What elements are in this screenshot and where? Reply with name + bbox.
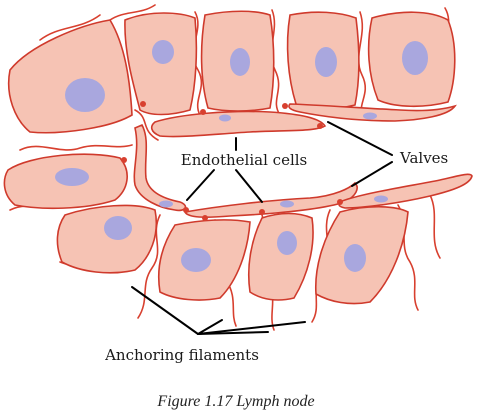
pointer-line (197, 319, 223, 335)
junction-dot (140, 101, 146, 107)
cell-nucleus (65, 78, 105, 112)
cell-nucleus (55, 168, 89, 186)
filament (19, 144, 133, 151)
junction-dot (259, 209, 265, 215)
cell-nucleus (230, 48, 250, 76)
junction-dot (202, 215, 208, 221)
junction-dot (200, 109, 206, 115)
label-valves: Valves (399, 149, 448, 167)
filament (429, 194, 441, 259)
label-anchoring-filaments: Anchoring filaments (104, 346, 259, 364)
junction-dot (337, 199, 343, 205)
pointer-line (327, 121, 393, 156)
tissue-cells (3, 10, 456, 305)
cell (247, 212, 314, 301)
pointer-lines (131, 121, 393, 335)
pointer-line (351, 161, 393, 187)
cell (56, 204, 158, 274)
filament (192, 11, 203, 116)
cell-nucleus (152, 40, 174, 64)
cell-nucleus (277, 231, 297, 255)
endothelial-cells (133, 103, 473, 218)
junction-dot (282, 103, 288, 109)
cell-nucleus (363, 112, 377, 120)
endothelial-cell (133, 123, 187, 212)
junction-dot (317, 123, 323, 129)
pointer-line (197, 321, 306, 335)
pointer-line (131, 286, 199, 335)
endothelial-cell (150, 110, 327, 138)
cell-nucleus (280, 200, 294, 208)
cell (7, 19, 133, 134)
cell-nucleus (219, 114, 231, 122)
label-endothelial-cells: Endothelial cells (181, 151, 307, 169)
filament (109, 4, 156, 21)
cell-nucleus (402, 41, 428, 75)
cell-junctions (121, 101, 343, 221)
endothelial-cell (288, 103, 457, 122)
filament (357, 11, 367, 119)
cell-nucleus (315, 47, 337, 77)
cell (124, 12, 198, 116)
junction-dot (121, 157, 127, 163)
cell-nucleus (344, 244, 366, 272)
cell-nucleus (181, 248, 211, 272)
pointer-line (186, 169, 215, 201)
endothelial-cell (183, 181, 358, 218)
filament (39, 14, 101, 41)
filament (134, 109, 159, 141)
cell-nucleus (374, 195, 388, 203)
pointer-line (235, 169, 263, 203)
cell-nucleus (104, 216, 132, 240)
figure-caption: Figure 1.17 Lymph node (156, 393, 314, 410)
filament (270, 9, 281, 116)
endothelial-cell (338, 173, 473, 209)
junction-dot (183, 207, 189, 213)
cell-nucleus (159, 200, 173, 208)
